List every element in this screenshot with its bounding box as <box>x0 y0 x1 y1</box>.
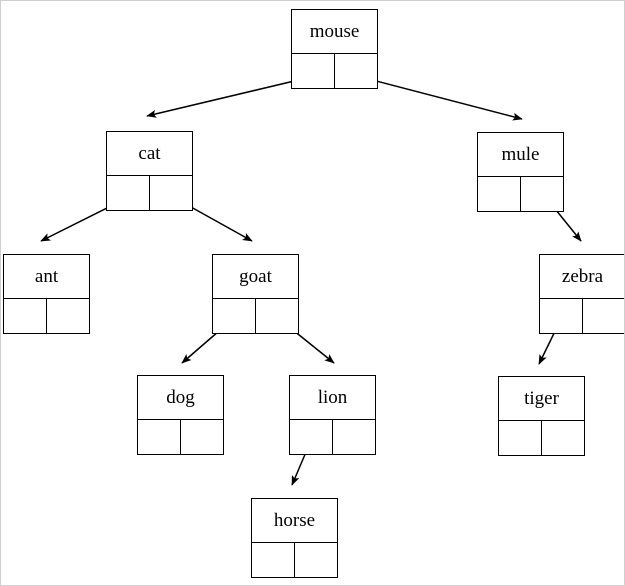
right-pointer-cell-goat[interactable] <box>256 299 299 333</box>
right-pointer-cell-horse[interactable] <box>295 543 338 577</box>
node-pointers-ant <box>4 299 89 333</box>
left-pointer-cell-lion[interactable] <box>290 420 333 454</box>
tree-node-ant[interactable]: ant <box>3 254 90 334</box>
left-pointer-cell-mule[interactable] <box>478 177 521 211</box>
left-pointer-cell-horse[interactable] <box>252 543 295 577</box>
tree-node-cat[interactable]: cat <box>106 131 193 211</box>
right-pointer-cell-dog[interactable] <box>181 420 224 454</box>
right-pointer-cell-zebra[interactable] <box>583 299 625 333</box>
node-pointers-zebra <box>540 299 625 333</box>
node-label-horse: horse <box>252 499 337 543</box>
left-pointer-cell-mouse[interactable] <box>292 54 335 88</box>
left-pointer-cell-ant[interactable] <box>4 299 47 333</box>
right-pointer-cell-mouse[interactable] <box>335 54 378 88</box>
left-pointer-cell-zebra[interactable] <box>540 299 583 333</box>
tree-node-horse[interactable]: horse <box>251 498 338 578</box>
node-label-goat: goat <box>213 255 298 299</box>
node-label-mouse: mouse <box>292 10 377 54</box>
node-label-cat: cat <box>107 132 192 176</box>
edge-mouse-to-cat <box>146 76 312 118</box>
node-label-dog: dog <box>138 376 223 420</box>
tree-node-zebra[interactable]: zebra <box>539 254 625 334</box>
node-pointers-mule <box>478 177 563 211</box>
node-pointers-cat <box>107 176 192 210</box>
node-label-lion: lion <box>290 376 375 420</box>
left-pointer-cell-dog[interactable] <box>138 420 181 454</box>
node-pointers-goat <box>213 299 298 333</box>
tree-node-mouse[interactable]: mouse <box>291 9 378 89</box>
right-pointer-cell-cat[interactable] <box>150 176 193 210</box>
tree-node-mule[interactable]: mule <box>477 132 564 212</box>
node-pointers-lion <box>290 420 375 454</box>
left-pointer-cell-cat[interactable] <box>107 176 150 210</box>
right-pointer-cell-tiger[interactable] <box>542 421 585 455</box>
node-label-zebra: zebra <box>540 255 624 299</box>
tree-node-dog[interactable]: dog <box>137 375 224 455</box>
right-pointer-cell-ant[interactable] <box>47 299 90 333</box>
node-label-tiger: tiger <box>499 377 584 421</box>
node-pointers-tiger <box>499 421 584 455</box>
node-label-mule: mule <box>478 133 563 177</box>
left-pointer-cell-tiger[interactable] <box>499 421 542 455</box>
tree-node-lion[interactable]: lion <box>289 375 376 455</box>
node-label-ant: ant <box>4 255 89 299</box>
edge-mouse-to-mule <box>356 75 523 121</box>
node-pointers-dog <box>138 420 223 454</box>
tree-node-goat[interactable]: goat <box>212 254 299 334</box>
tree-node-tiger[interactable]: tiger <box>498 376 585 456</box>
right-pointer-cell-lion[interactable] <box>333 420 376 454</box>
node-pointers-horse <box>252 543 337 577</box>
left-pointer-cell-goat[interactable] <box>213 299 256 333</box>
node-pointers-mouse <box>292 54 377 88</box>
right-pointer-cell-mule[interactable] <box>521 177 564 211</box>
